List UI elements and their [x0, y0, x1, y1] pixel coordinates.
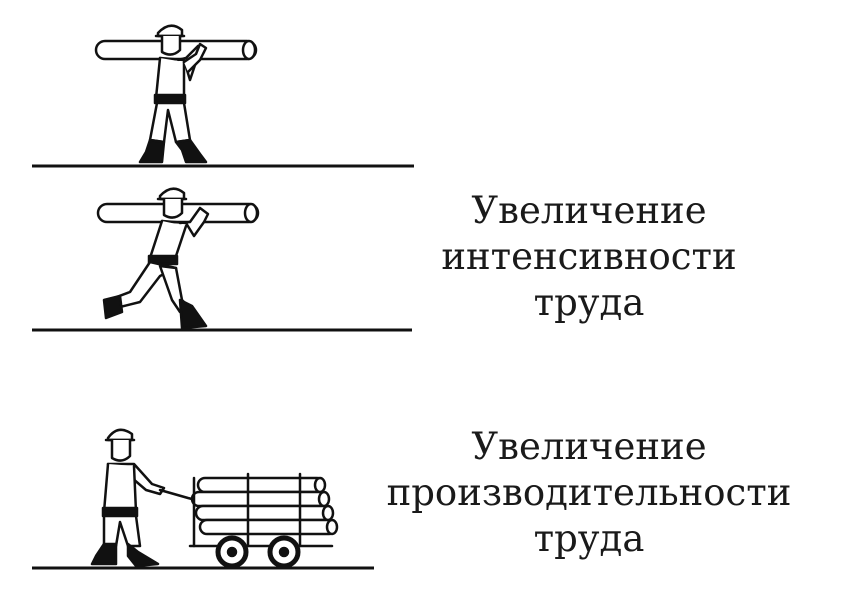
- caption-intensity-of-labor: Увеличение интенсивности труда: [430, 188, 748, 326]
- worker-running-with-log: [96, 187, 260, 330]
- caption-line: производительности: [386, 471, 792, 514]
- caption-line: труда: [533, 517, 645, 560]
- caption-line: Увеличение: [471, 189, 707, 232]
- caption-line: труда: [533, 281, 645, 324]
- worker-pushing-cart: [90, 428, 166, 568]
- worker-walking-with-log: [94, 24, 258, 164]
- caption-productivity-of-labor: Увеличение производительности труда: [380, 424, 798, 562]
- caption-line: Увеличение: [471, 425, 707, 468]
- cart: [158, 472, 339, 569]
- caption-line: интенсивности: [441, 235, 737, 278]
